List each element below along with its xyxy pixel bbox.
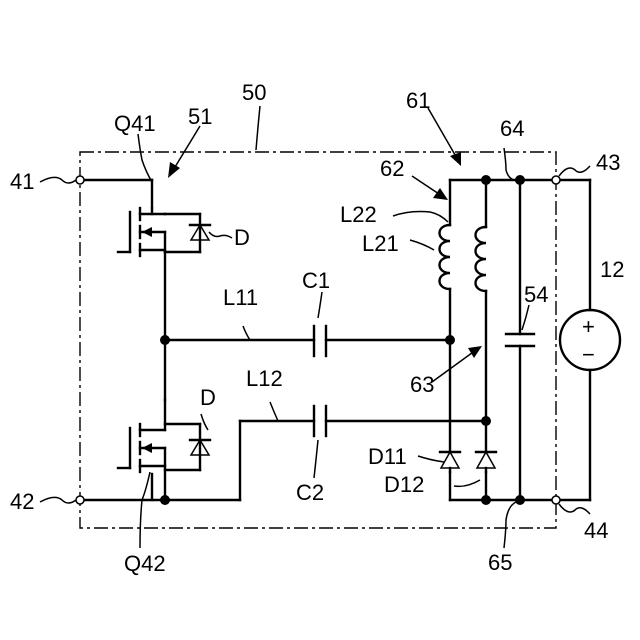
label-l22: L22 bbox=[340, 202, 377, 227]
junction-dot bbox=[160, 495, 170, 505]
capacitor-54 bbox=[506, 180, 534, 500]
terminal-41 bbox=[76, 176, 84, 184]
label-d11: D11 bbox=[368, 444, 407, 469]
label-c2: C2 bbox=[296, 480, 324, 505]
label-q42: Q42 bbox=[124, 551, 166, 576]
l11-c1-branch bbox=[165, 326, 455, 356]
label-43: 43 bbox=[596, 150, 620, 175]
q41-transistor bbox=[118, 208, 210, 256]
label-plus: + bbox=[582, 314, 595, 339]
terminal-43 bbox=[552, 176, 560, 184]
label-51: 51 bbox=[188, 104, 212, 129]
label-50: 50 bbox=[242, 80, 266, 105]
label-63: 63 bbox=[410, 372, 434, 397]
terminal-42 bbox=[76, 496, 84, 504]
label-d-lower: D bbox=[200, 385, 216, 410]
junction-dot bbox=[481, 495, 491, 505]
label-54: 54 bbox=[524, 282, 548, 307]
label-62: 62 bbox=[380, 156, 404, 181]
junction-dot bbox=[515, 495, 525, 505]
label-41: 41 bbox=[10, 169, 34, 194]
label-44: 44 bbox=[584, 518, 608, 543]
label-l11: L11 bbox=[223, 285, 258, 310]
label-64: 64 bbox=[500, 116, 524, 141]
left-half-bridge bbox=[80, 180, 240, 505]
label-12: 12 bbox=[600, 257, 624, 282]
label-c1: C1 bbox=[302, 268, 330, 293]
label-l12: L12 bbox=[246, 366, 283, 391]
label-65: 65 bbox=[488, 550, 512, 575]
label-q41: Q41 bbox=[114, 111, 156, 136]
q42-transistor bbox=[118, 400, 210, 500]
junction-dot bbox=[515, 175, 525, 185]
label-d-upper: D bbox=[234, 225, 250, 250]
label-minus: − bbox=[582, 342, 595, 367]
right-rectifier bbox=[440, 175, 621, 505]
label-61: 61 bbox=[406, 88, 430, 113]
dc-source-12 bbox=[556, 180, 620, 500]
label-l21: L21 bbox=[362, 231, 399, 256]
label-d12: D12 bbox=[384, 472, 424, 497]
d12-diode bbox=[476, 452, 496, 472]
label-42: 42 bbox=[10, 489, 34, 514]
junction-dot bbox=[481, 175, 491, 185]
terminal-44 bbox=[552, 496, 560, 504]
